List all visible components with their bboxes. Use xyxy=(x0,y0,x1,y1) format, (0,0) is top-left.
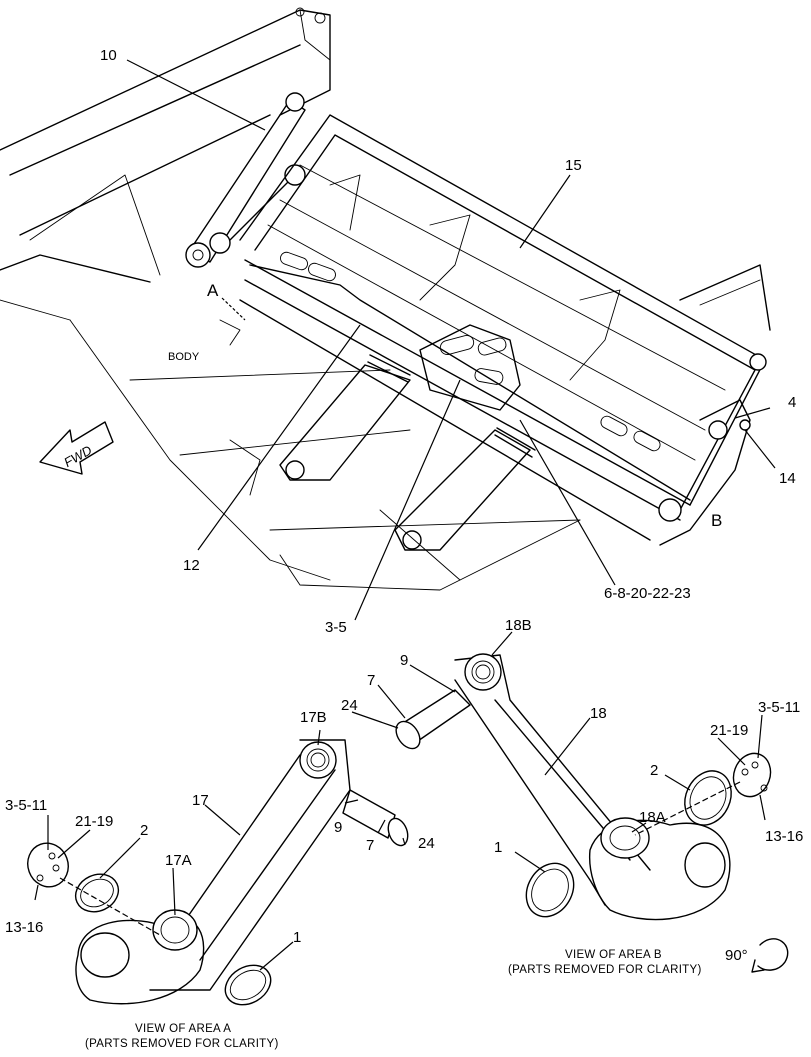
callout-b-18a: 18A xyxy=(639,809,666,826)
callout-15: 15 xyxy=(565,157,582,174)
rotation-label: 90° xyxy=(725,947,748,964)
area-b-detail xyxy=(395,653,772,921)
area-b-leader-lines xyxy=(351,631,766,873)
callout-3-5: 3-5 xyxy=(325,619,347,636)
area-a-leader-lines xyxy=(34,729,406,971)
callout-14: 14 xyxy=(779,470,796,487)
caption-area-a-line2: (PARTS REMOVED FOR CLARITY) xyxy=(85,1038,279,1050)
callout-a-17: 17 xyxy=(192,792,209,809)
main-assembly-drawing xyxy=(0,7,771,591)
caption-area-a-line1: VIEW OF AREA A xyxy=(135,1023,231,1035)
callout-12: 12 xyxy=(183,557,200,574)
callout-a-17a: 17A xyxy=(165,852,192,869)
rotation-arrow-icon xyxy=(751,938,789,973)
callout-b-3-5-11: 3-5-11 xyxy=(758,699,800,716)
callout-4: 4 xyxy=(788,394,796,411)
callout-b-24: 24 xyxy=(341,697,358,714)
callout-a-13-16: 13-16 xyxy=(5,919,43,936)
callout-a-3-5-11: 3-5-11 xyxy=(5,797,47,814)
callout-b-1: 1 xyxy=(494,839,502,856)
body-label: BODY xyxy=(168,351,200,363)
fwd-label: FWD xyxy=(61,442,94,470)
callout-a-9: 9 xyxy=(334,819,342,836)
callout-b-21-19: 21-19 xyxy=(710,722,748,739)
callout-a-21-19: 21-19 xyxy=(75,813,113,830)
callout-area-b: B xyxy=(711,511,722,530)
callout-b-18: 18 xyxy=(590,705,607,722)
callout-area-a: A xyxy=(207,281,219,300)
callout-a-24: 24 xyxy=(418,835,435,852)
callout-b-9: 9 xyxy=(400,652,408,669)
callout-b-13-16: 13-16 xyxy=(765,828,803,845)
callout-b-2: 2 xyxy=(650,762,658,779)
main-leader-lines xyxy=(126,59,776,621)
callout-b-7: 7 xyxy=(367,672,375,689)
callout-b-18b: 18B xyxy=(505,617,532,634)
callout-6-8-20-22-23: 6-8-20-22-23 xyxy=(604,585,691,602)
callout-a-2: 2 xyxy=(140,822,148,839)
forward-arrow-icon: FWD xyxy=(39,421,114,475)
callout-10: 10 xyxy=(100,47,117,64)
caption-area-b-line2: (PARTS REMOVED FOR CLARITY) xyxy=(508,964,702,976)
caption-area-b-line1: VIEW OF AREA B xyxy=(565,949,662,961)
callout-a-17b: 17B xyxy=(300,709,327,726)
callout-a-1: 1 xyxy=(293,929,301,946)
area-a-detail xyxy=(27,739,409,1006)
callout-a-7: 7 xyxy=(366,837,374,854)
